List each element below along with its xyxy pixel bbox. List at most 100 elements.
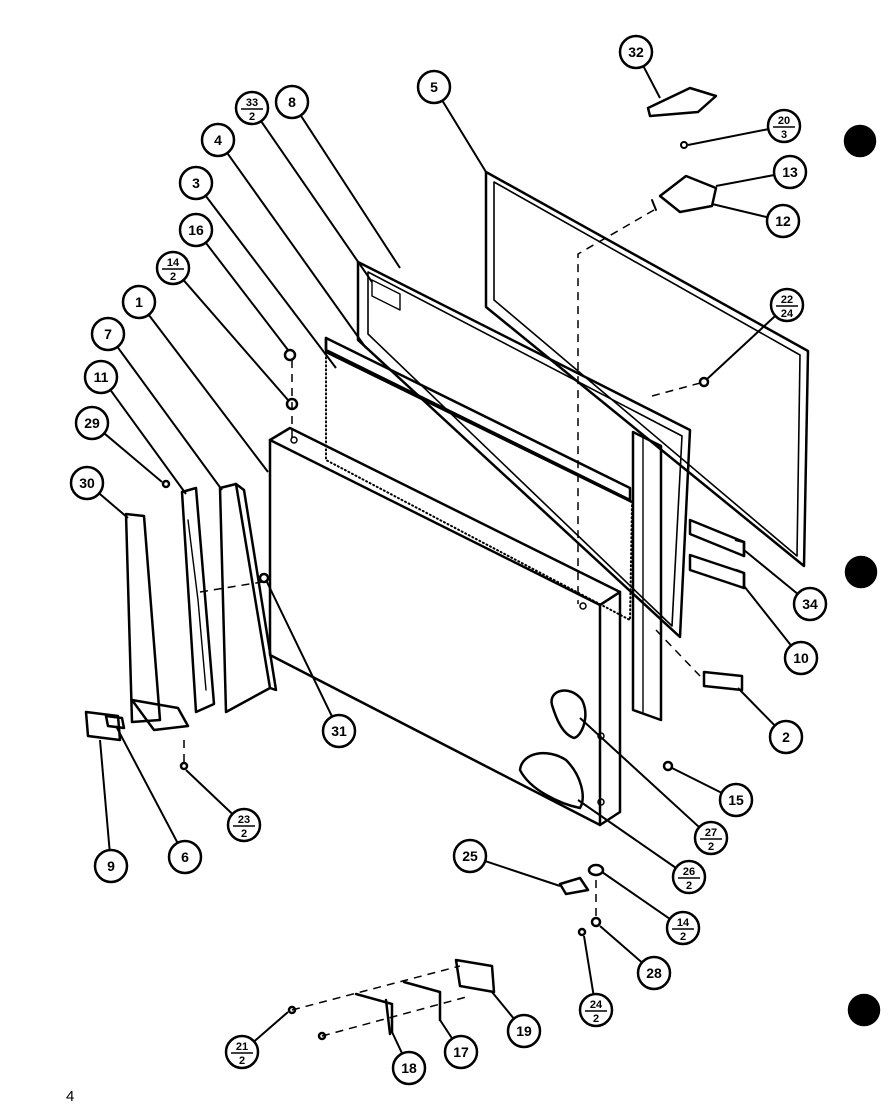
callout-numerator: 33 [246,97,258,109]
callout-number: 34 [802,596,818,612]
callout-number: 15 [728,792,744,808]
callout-3: 3 [178,165,214,201]
callout-number: 8 [288,94,296,110]
callout-circle [83,359,119,395]
leader-line [185,769,234,815]
binder-hole [844,555,878,589]
callout-17: 17 [443,1034,479,1070]
leader-line [671,767,723,794]
leader-line [182,279,289,401]
callout-circle [93,848,129,884]
leader-line [441,100,487,173]
callout-circle [274,84,310,120]
screw-part-22 [698,376,710,388]
callout-circle [671,859,707,895]
leader-line [743,585,792,647]
callout-number: 6 [181,849,189,865]
callout-2: 2 [768,719,804,755]
leader-lines [98,65,799,1054]
callout-16: 16 [178,212,214,248]
leader-line [253,1011,289,1043]
leader-line [103,432,163,483]
door-frame-part-8 [356,260,692,722]
leader-line [260,120,373,283]
callout-number: 4 [214,132,222,148]
callout-circle [766,108,802,144]
callout-numerator: 22 [781,294,793,306]
plug-part-16 [283,348,297,362]
callout-circle [578,992,614,1028]
callout-circle [178,212,214,248]
callout-circle [321,713,357,749]
callout-24: 242 [578,992,614,1028]
callout-28: 28 [636,955,672,991]
handle-channel-part-11 [180,486,216,714]
callout-circle [90,316,126,352]
leader-line [687,128,769,146]
screw-part-21 [287,1005,297,1015]
leader-line [711,203,768,219]
callout-18: 18 [391,1050,427,1086]
callout-number: 3 [192,175,200,191]
trim-strip-part-30 [124,512,190,732]
callout-9: 9 [93,848,129,884]
callout-6: 6 [167,839,203,875]
leader-line [715,173,775,187]
door-frame-post [631,430,663,722]
hinge-plate-part-13 [658,174,718,214]
callout-34: 34 [792,586,828,622]
leader-line [391,1031,404,1054]
alignment-lines [183,209,705,1037]
callout-numerator: 20 [778,115,790,127]
leader-line [226,152,367,349]
callout-numerator: 21 [236,1041,248,1053]
callout-29: 29 [74,405,110,441]
leader-line [601,871,671,920]
binder-hole [847,993,881,1027]
bushing-part-28 [590,916,602,928]
callout-number: 11 [94,369,109,385]
callout-number: 7 [104,326,112,342]
callout-denominator: 2 [249,111,255,123]
callout-20: 203 [766,108,802,144]
callout-denominator: 2 [170,271,176,283]
callout-11: 11 [83,359,119,395]
callout-circle [74,405,110,441]
handle-bracket-part-7 [218,482,278,714]
callout-13: 13 [772,154,808,190]
leader-line [109,389,187,495]
callout-numerator: 14 [677,917,690,929]
callout-circle [783,640,819,676]
leader-line [577,799,677,869]
leader-line [583,935,595,995]
callout-number: 29 [84,415,100,431]
callout-circle [167,839,203,875]
callout-number: 10 [793,650,809,666]
page-number: 4 [66,1088,75,1105]
screw-part-23 [179,761,189,771]
callout-denominator: 2 [593,1013,599,1025]
callout-circle [506,1013,542,1049]
callout-30: 30 [69,465,105,501]
callout-circle [769,287,805,323]
screw-part-24 [577,927,587,937]
leader-line [265,579,333,718]
leader-line [204,242,289,351]
callout-25: 25 [452,838,488,874]
washer-part-14 [587,863,605,877]
leader-line [737,687,776,727]
callout-circle [121,284,157,320]
leader-line [743,549,799,595]
callout-14: 142 [155,250,191,286]
callout-1: 1 [121,284,157,320]
callout-number: 18 [401,1060,417,1076]
callout-circle [765,203,801,239]
callout-number: 32 [628,44,644,60]
callout-circle [636,955,672,991]
leader-line [642,65,661,99]
callout-circle [618,34,654,70]
clip-part-18 [354,992,394,1036]
callout-number: 5 [430,79,438,95]
